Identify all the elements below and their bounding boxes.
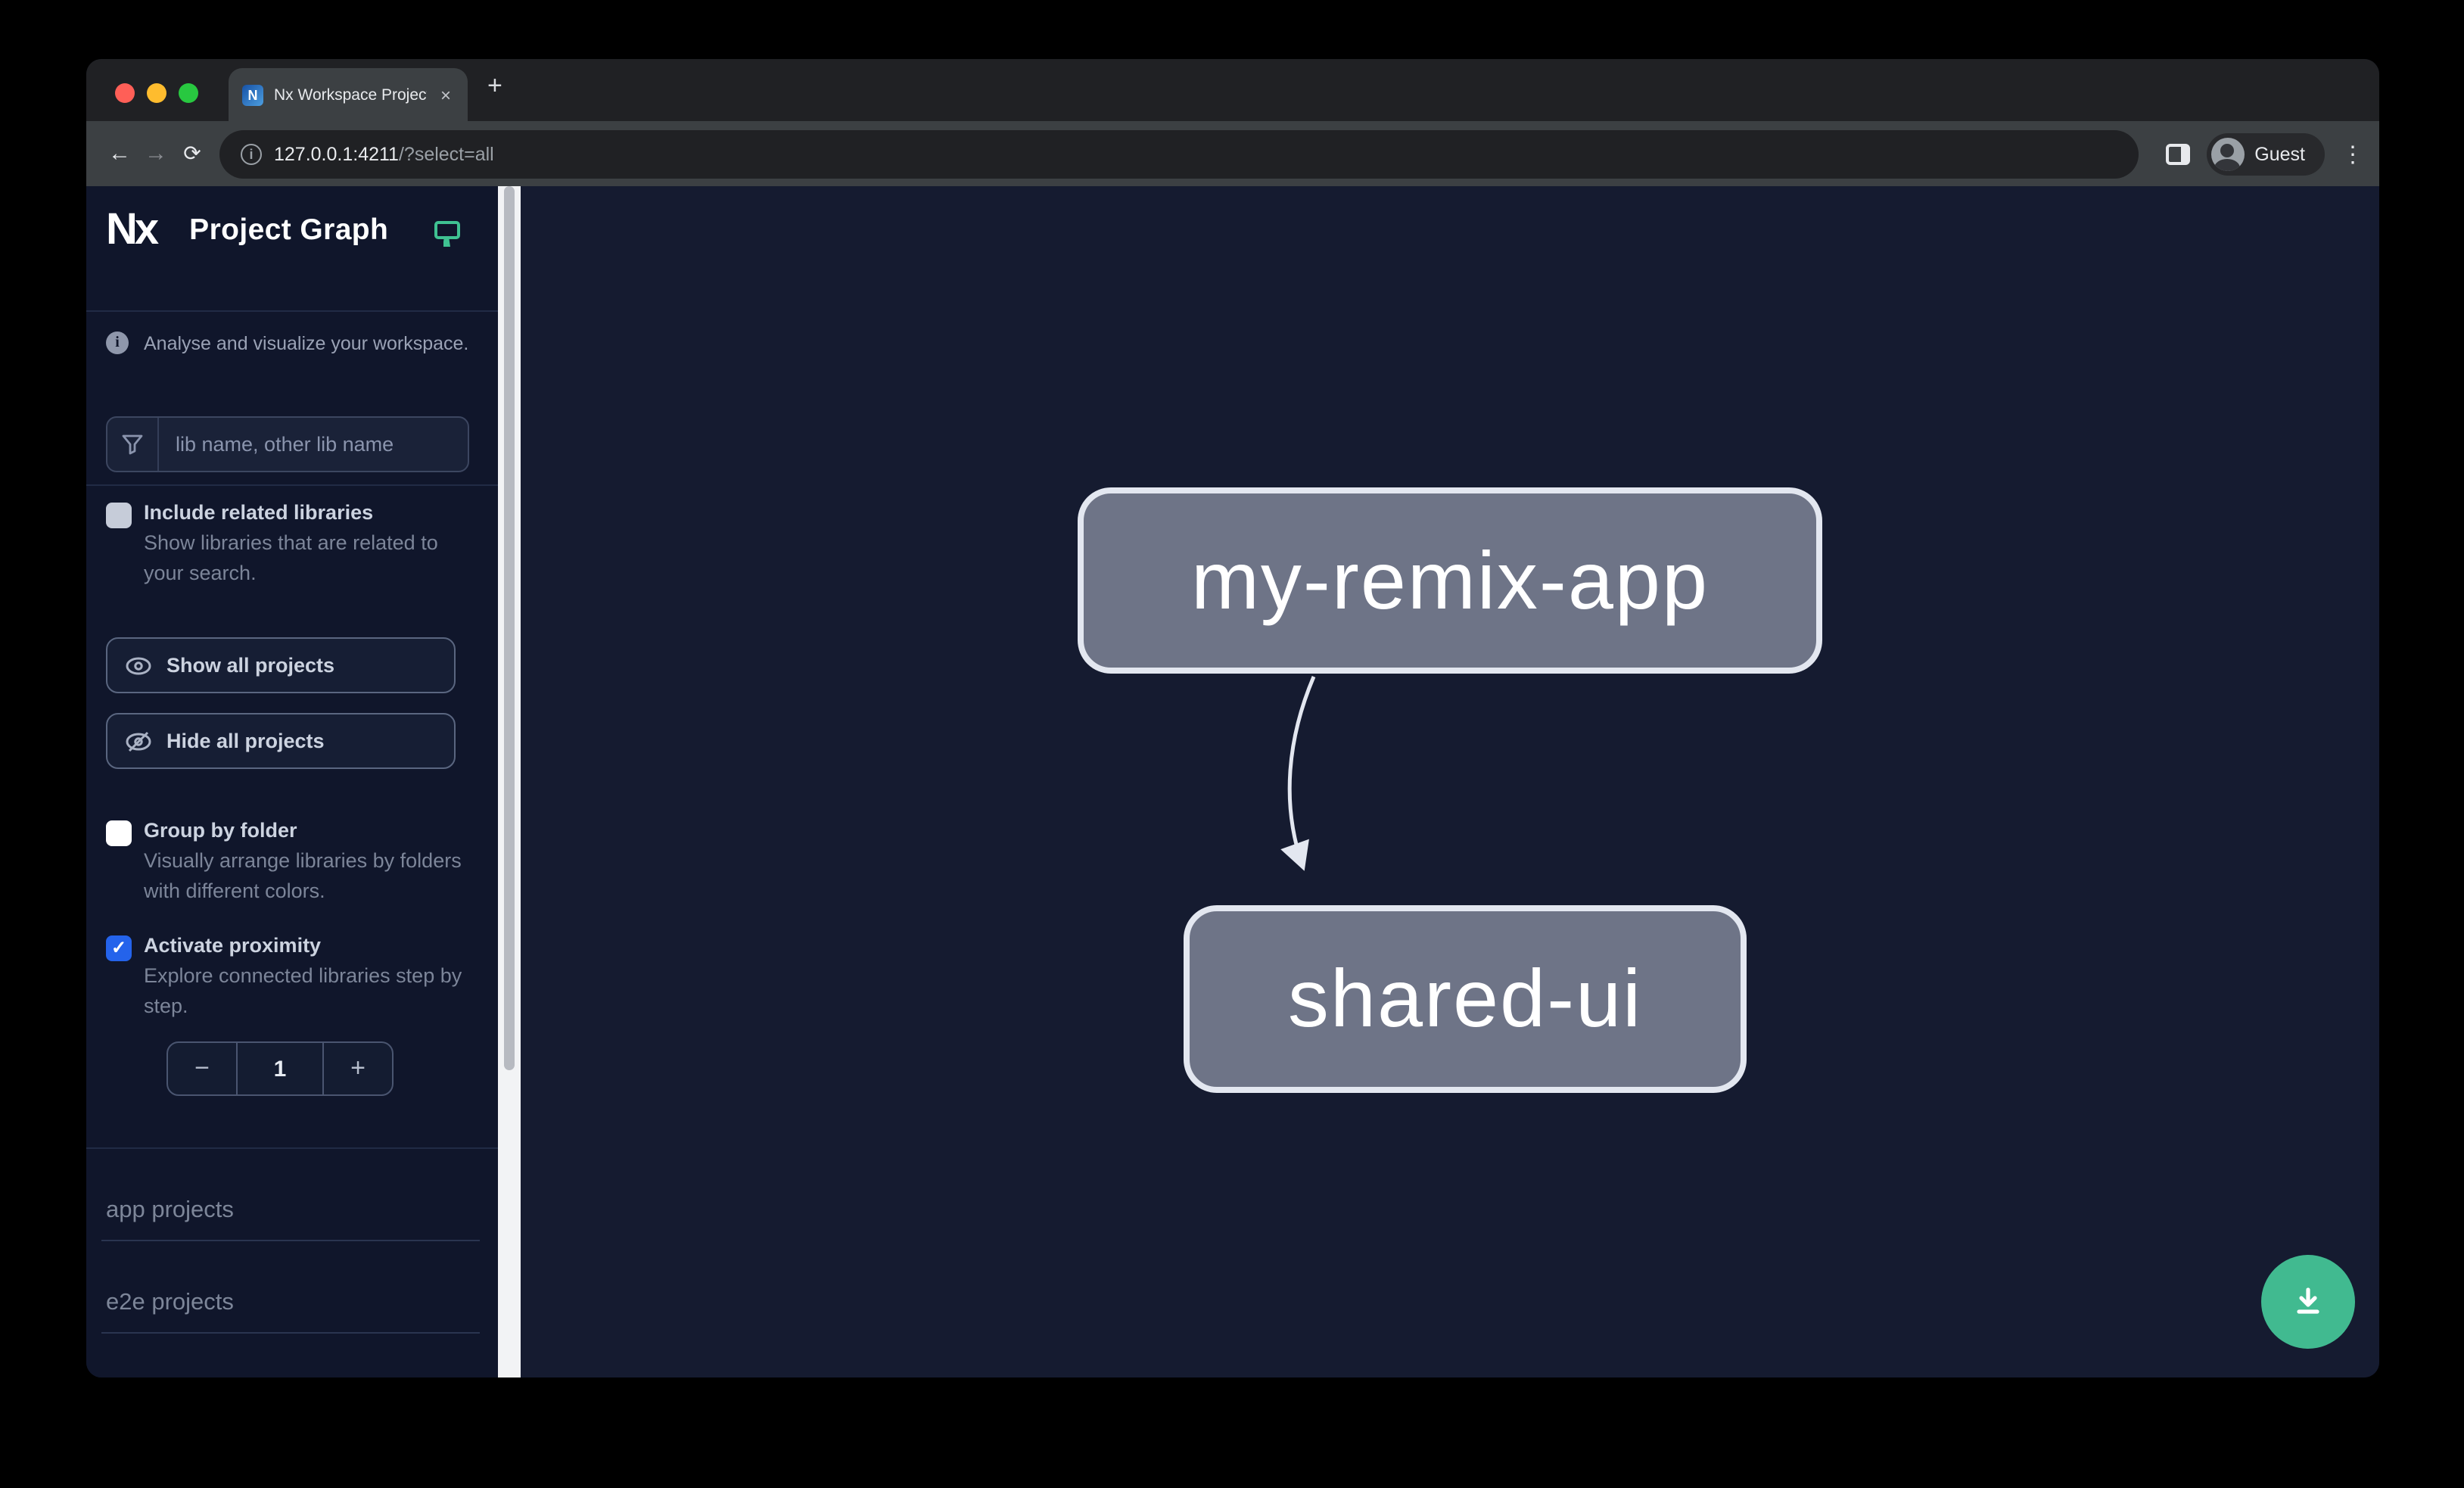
search-input[interactable] [159, 433, 468, 456]
sidebar-scrollbar-track[interactable] [498, 186, 521, 1377]
button-label: Hide all projects [166, 730, 325, 752]
avatar-icon [2210, 137, 2245, 170]
section-app-projects: app projects [106, 1197, 234, 1223]
button-label: Show all projects [166, 654, 335, 677]
browser-window: N Nx Workspace Project Graph × + ← → ⟳ i… [86, 59, 2379, 1377]
search-separator [157, 418, 159, 471]
tagline-text: Analyse and visualize your workspace. [144, 332, 469, 353]
sidebar: Nx Project Graph i Analyse and visualize… [86, 186, 498, 1377]
side-panel-icon[interactable] [2165, 143, 2190, 164]
toggle-label: Group by folder [144, 819, 297, 842]
url-path: /?select=all [398, 143, 494, 164]
graph-node-my-remix-app[interactable]: my-remix-app [1078, 487, 1822, 674]
close-window-button[interactable] [115, 83, 135, 103]
window-controls [115, 83, 198, 103]
node-label: my-remix-app [1190, 535, 1710, 626]
section-underline [101, 1240, 480, 1241]
eye-icon [126, 656, 151, 674]
hide-all-projects-button[interactable]: Hide all projects [106, 713, 456, 769]
edge-my-remix-app-to-shared-ui [1280, 676, 1316, 871]
stepper-value: 1 [273, 1056, 287, 1082]
forward-icon[interactable]: → [145, 141, 167, 167]
graph-node-shared-ui[interactable]: shared-ui [1184, 905, 1747, 1093]
node-label: shared-ui [1287, 954, 1643, 1044]
projects-divider [86, 1147, 498, 1149]
page-info-icon[interactable]: i [241, 143, 262, 164]
toggle-description: Show libraries that are related to your … [144, 531, 438, 584]
browser-tab[interactable]: N Nx Workspace Project Graph × [229, 68, 468, 121]
url-text: 127.0.0.1:4211/?select=all [274, 143, 494, 164]
graph-edges [1280, 676, 1316, 871]
minimize-window-button[interactable] [147, 83, 166, 103]
section-e2e-projects: e2e projects [106, 1290, 234, 1315]
toggle-description: Visually arrange libraries by folders wi… [144, 849, 462, 902]
monitor-icon[interactable] [434, 221, 460, 239]
toggle-label: Include related libraries [144, 501, 374, 524]
download-icon [2297, 1287, 2319, 1314]
filter-icon [122, 434, 143, 455]
tab-close-icon[interactable]: × [440, 84, 451, 105]
new-tab-button[interactable]: + [487, 71, 502, 100]
address-bar[interactable]: i 127.0.0.1:4211/?select=all [219, 129, 2139, 178]
activate-proximity-checkbox[interactable]: ✓ [106, 935, 132, 961]
graph-canvas[interactable]: my-remix-app shared-ui [521, 186, 2379, 1377]
zoom-window-button[interactable] [179, 83, 198, 103]
eye-off-icon [126, 730, 151, 752]
toggle-activate-proximity: ✓ Activate proximity Explore connected l… [106, 934, 474, 1022]
group-by-folder-checkbox[interactable] [106, 820, 132, 846]
browser-menu-icon[interactable]: ⋮ [2341, 142, 2364, 167]
toggle-include-related: Include related libraries Show libraries… [106, 501, 474, 589]
browser-tab-strip: N Nx Workspace Project Graph × + [86, 59, 2379, 121]
info-icon: i [106, 332, 129, 354]
search-box [106, 416, 469, 472]
app-content: Nx Project Graph i Analyse and visualize… [86, 186, 2379, 1377]
toggle-label: Activate proximity [144, 934, 322, 957]
toggle-description: Explore connected libraries step by step… [144, 964, 462, 1017]
search-section-divider [86, 484, 498, 486]
stepper-increment-button[interactable]: + [322, 1043, 392, 1094]
page-title: Project Graph [189, 213, 389, 247]
back-icon[interactable]: ← [108, 141, 131, 167]
tab-title: Nx Workspace Project Graph [274, 86, 427, 104]
tagline-row: i Analyse and visualize your workspace. [106, 332, 468, 354]
sidebar-scrollbar-thumb[interactable] [504, 186, 515, 1070]
nx-favicon-icon: N [242, 84, 263, 105]
reload-icon[interactable]: ⟳ [183, 141, 201, 165]
url-host: 127.0.0.1:4211 [274, 143, 399, 164]
toggle-group-by-folder: Group by folder Visually arrange librari… [106, 819, 474, 907]
proximity-stepper: − 1 + [166, 1041, 394, 1096]
show-all-projects-button[interactable]: Show all projects [106, 637, 456, 693]
profile-label: Guest [2254, 143, 2305, 164]
brand: Nx Project Graph [106, 206, 389, 254]
include-related-checkbox[interactable] [106, 503, 132, 528]
section-underline [101, 1332, 480, 1334]
profile-button[interactable]: Guest [2206, 132, 2325, 175]
browser-toolbar: ← → ⟳ i 127.0.0.1:4211/?select=all Guest… [86, 121, 2379, 186]
header-divider [86, 310, 498, 312]
nx-logo: Nx [106, 206, 159, 254]
stepper-decrement-button[interactable]: − [168, 1043, 238, 1094]
download-graph-button[interactable] [2261, 1255, 2355, 1349]
toolbar-right-cluster: Guest ⋮ [2165, 132, 2364, 175]
